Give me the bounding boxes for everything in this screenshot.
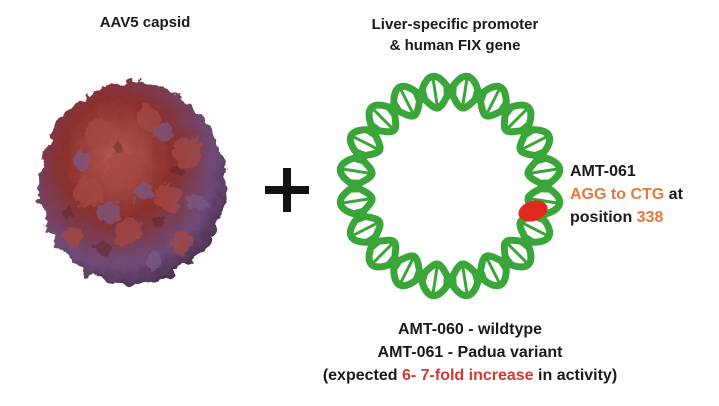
mutation-position: 338 [636,209,664,226]
dna-base-pair-rungs [341,77,559,295]
dna-rung [521,134,549,151]
capsid-label: AAV5 capsid [99,14,191,31]
dna-rung [341,197,371,205]
variant-description: AMT-060 - wildtype AMT-061 - Padua varia… [260,318,680,387]
mutation-label: AMT-061 AGG to CTG at position 338 [570,160,683,229]
dna-rung [529,167,559,175]
dna-rung [485,257,502,285]
capsid-body [38,80,226,286]
promoter-label: Liver-specific promoter & human FIX gene [320,14,590,56]
dna-rung [341,167,371,175]
mutation-position-line: position 338 [570,206,683,229]
mutation-position-prefix: position [570,209,637,226]
dna-rung [351,134,379,151]
dna-rung [505,241,529,265]
dna-rung [398,87,415,115]
activity-prefix: (expected [322,367,402,384]
dna-rung [398,257,415,285]
dna-rung [529,197,559,205]
variant-activity-line: (expected 6- 7-fold increase in activity… [260,364,680,387]
plasmid-dna-circle [336,72,564,300]
variant-wildtype: AMT-060 - wildtype [397,321,543,338]
plus-icon [265,168,309,212]
dna-rung [521,221,549,238]
dna-rung [505,107,529,131]
dna-rung [371,241,395,265]
dna-rung [431,265,439,295]
promoter-label-line2: & human FIX gene [389,37,521,54]
mutation-change: AGG to CTG [570,186,665,203]
mutation-name: AMT-061 [570,163,636,180]
mutation-site-marker [518,200,548,222]
dna-rung [485,87,502,115]
dna-rung [431,77,439,107]
dna-rung [371,107,395,131]
aav5-capsid-image [38,80,226,286]
dna-rung [351,221,379,238]
activity-increase: 6- 7-fold increase [401,367,534,384]
dna-strand-b [336,72,564,300]
variant-padua: AMT-061 - Padua variant [377,344,563,361]
dna-rung [461,77,469,107]
promoter-label-line1: Liver-specific promoter [371,16,539,33]
mutation-change-line: AGG to CTG at [570,183,683,206]
activity-suffix: in activity) [533,367,618,384]
dna-rung [461,265,469,295]
mutation-at: at [664,186,683,203]
